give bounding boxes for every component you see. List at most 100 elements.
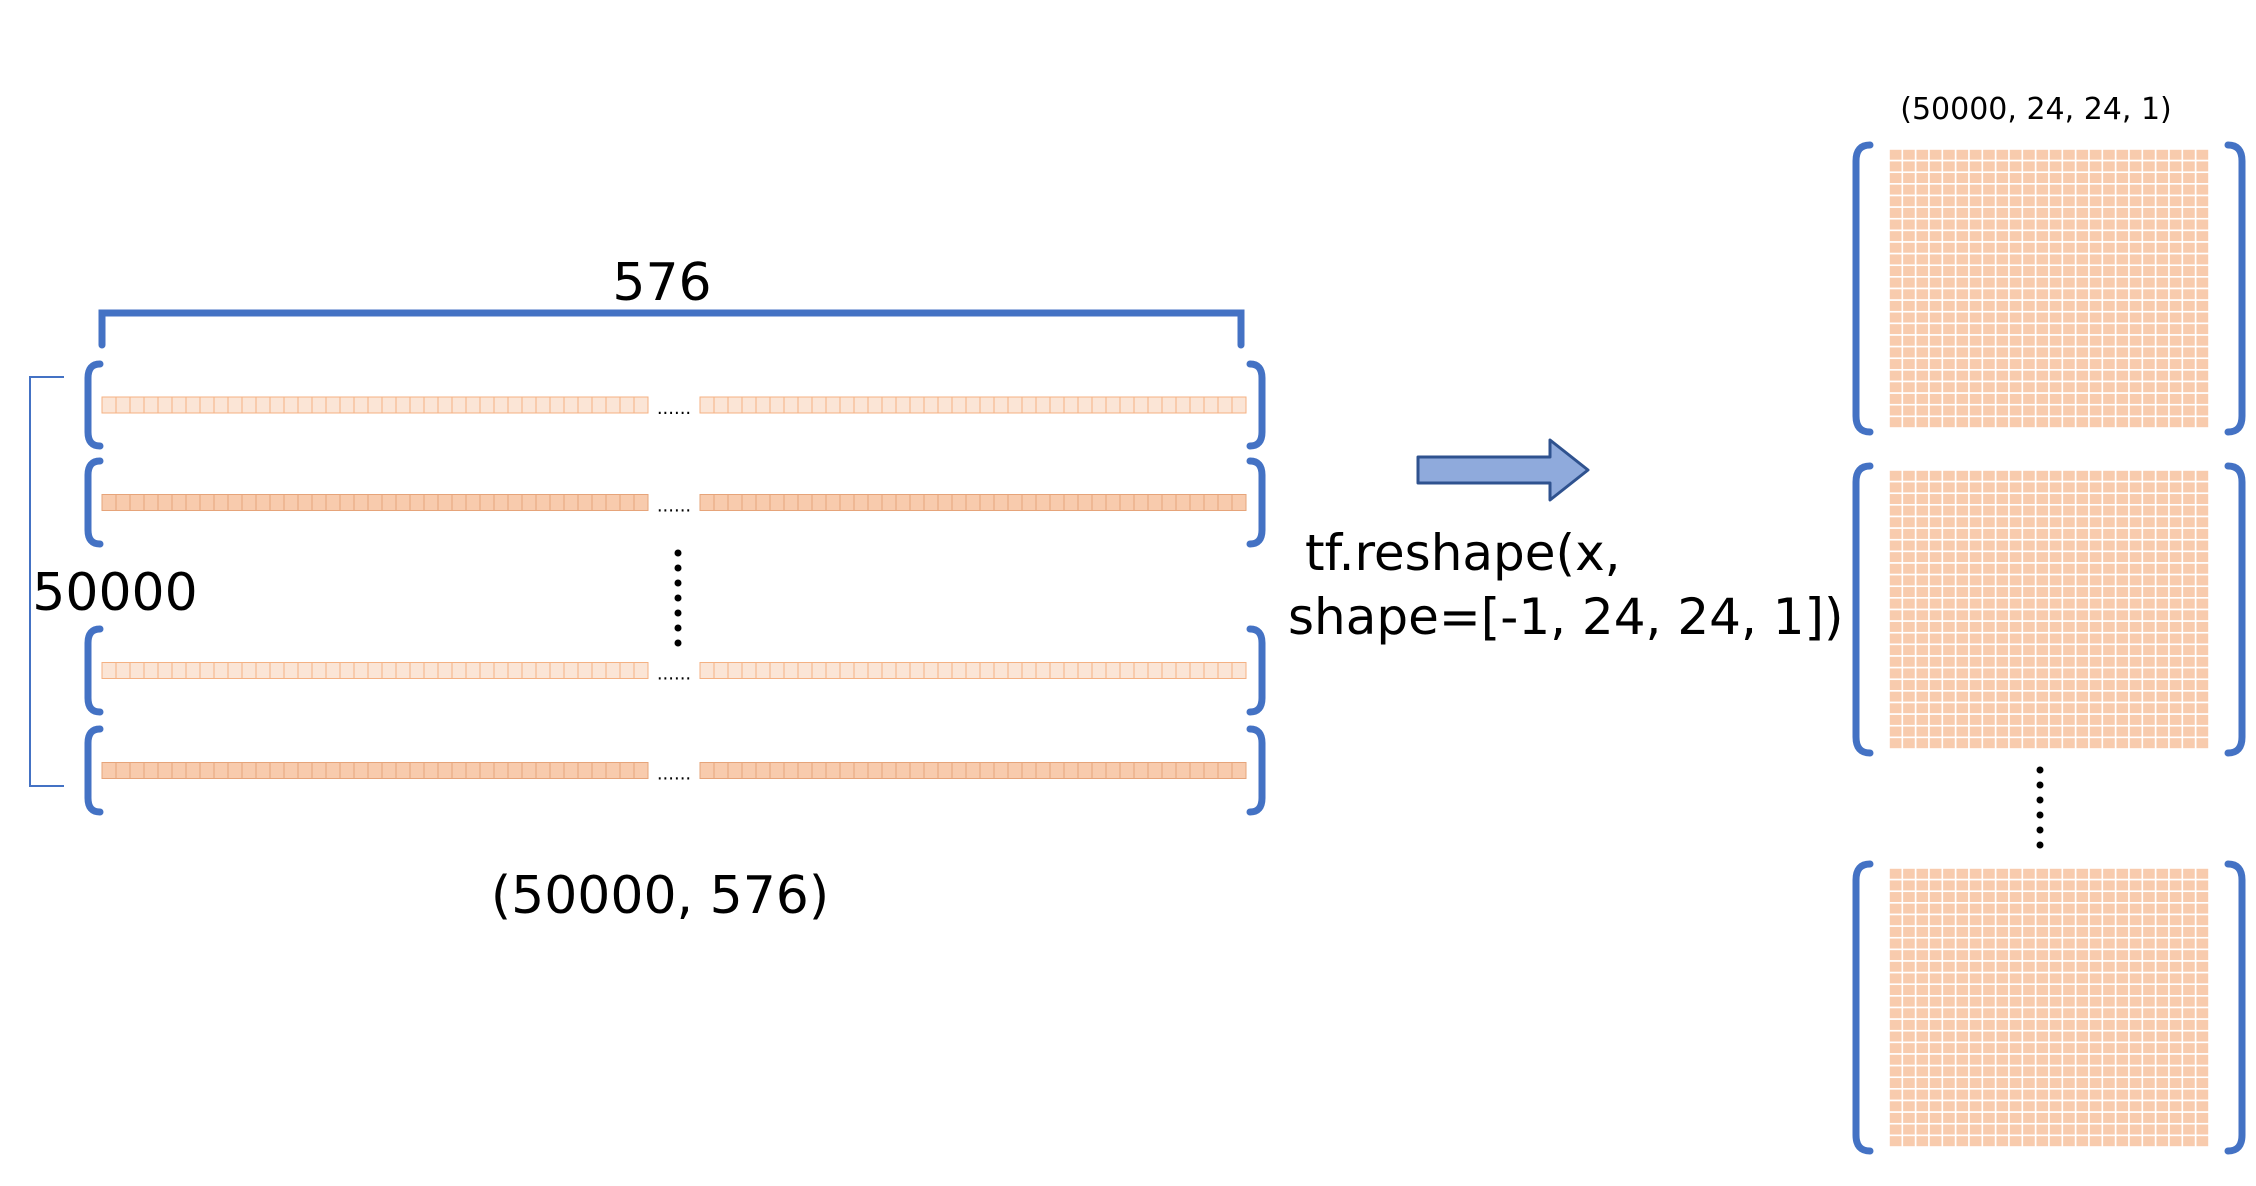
grid-cell	[2048, 264, 2064, 278]
grid-cell	[2194, 936, 2210, 951]
grid-cell	[2088, 724, 2104, 739]
grid-cell	[2101, 1088, 2117, 1102]
grid-cell	[2114, 480, 2130, 495]
grid-cell	[1954, 252, 1970, 267]
grid-cell	[2114, 206, 2130, 220]
grid-cell	[1968, 701, 1984, 715]
grid-cell	[2168, 183, 2184, 197]
vector-cell	[727, 396, 743, 414]
grid-cell	[2048, 643, 2064, 657]
grid-cell	[2034, 504, 2050, 518]
grid-cell	[2021, 345, 2037, 360]
grid-cell	[2021, 469, 2037, 483]
grid-cell	[1888, 867, 1904, 881]
grid-cell	[1901, 643, 1917, 657]
vector-cell	[1147, 494, 1163, 511]
grid-cell	[1941, 322, 1957, 336]
grid-cell	[2128, 380, 2144, 394]
grid-cell	[2101, 299, 2117, 313]
grid-cell	[2194, 515, 2210, 529]
row-gap-dots: ......	[657, 764, 691, 785]
vector-cell	[255, 396, 271, 414]
grid-cell	[2088, 504, 2104, 518]
grid-cell	[1901, 1064, 1917, 1079]
grid-cell	[1914, 194, 1930, 208]
grid-cell	[1981, 585, 1997, 599]
vector-cell	[811, 396, 827, 414]
grid-cell	[2008, 878, 2024, 893]
grid-cell	[1941, 1018, 1957, 1032]
grid-cell	[1914, 1018, 1930, 1032]
grid-cell	[2034, 334, 2050, 348]
grid-cell	[2168, 252, 2184, 267]
grid-cell	[2114, 1018, 2130, 1032]
grid-cell	[2021, 878, 2037, 893]
grid-cell	[1928, 960, 1944, 974]
vector-cell	[479, 662, 495, 679]
grid-cell	[2101, 562, 2117, 576]
grid-cell	[2181, 1122, 2197, 1137]
grid-cell	[1928, 1006, 1944, 1020]
grid-cell	[1928, 1122, 1944, 1137]
grid-cell	[1928, 504, 1944, 518]
grid-cell	[2008, 620, 2024, 634]
grid-cell	[2008, 171, 2024, 185]
grid-cell	[1941, 1053, 1957, 1067]
grid-cell	[1901, 380, 1917, 394]
grid-cell	[1914, 206, 1930, 220]
vector-cell	[423, 396, 439, 414]
grid-cell	[2021, 357, 2037, 371]
grid-cell	[1968, 310, 1984, 325]
grid-cell	[1981, 620, 1997, 634]
vector-cell	[311, 762, 327, 779]
grid-cell	[2141, 415, 2157, 429]
grid-cell	[2114, 724, 2130, 739]
vector-cell	[1035, 396, 1051, 414]
grid-cell	[2154, 550, 2170, 564]
grid-cell	[1968, 562, 1984, 576]
row-close-bracket	[1246, 457, 1266, 548]
grid-cell	[1914, 1076, 1930, 1090]
grid-cell	[2021, 902, 2037, 916]
grid-cell	[1914, 322, 1930, 336]
grid-cell	[1981, 971, 1997, 986]
grid-cell	[2008, 357, 2024, 371]
grid-cell	[1981, 504, 1997, 518]
grid-cell	[2128, 878, 2144, 893]
grid-cell	[2061, 913, 2077, 927]
grid-cell	[2101, 527, 2117, 541]
vector-cell	[507, 494, 523, 511]
vector-cell	[311, 494, 327, 511]
vector-cell	[605, 662, 621, 679]
vector-cell	[521, 494, 537, 511]
grid-cell	[2128, 538, 2144, 553]
grid-cell	[2088, 608, 2104, 622]
grid-cell	[1901, 867, 1917, 881]
grid-cell	[2128, 264, 2144, 278]
grid-cell	[1888, 480, 1904, 495]
grid-cell	[2114, 183, 2130, 197]
grid-cell	[2168, 527, 2184, 541]
grid-cell	[2061, 276, 2077, 290]
grid-cell	[2034, 983, 2050, 997]
grid-cell	[1888, 299, 1904, 313]
grid-cell	[2088, 867, 2104, 881]
grid-cell	[2168, 585, 2184, 599]
grid-cell	[2141, 287, 2157, 301]
grid-cell	[2061, 1134, 2077, 1148]
grid-cell	[2048, 380, 2064, 394]
grid-cell	[1941, 573, 1957, 588]
grid-cell	[2021, 276, 2037, 290]
vector-cell	[1077, 396, 1093, 414]
grid-cell	[1888, 678, 1904, 692]
grid-cell	[2048, 334, 2064, 348]
grid-cell	[2141, 229, 2157, 243]
vector-cell	[993, 762, 1009, 779]
vector-cell	[521, 762, 537, 779]
grid-cell	[2194, 480, 2210, 495]
grid-cell	[2008, 217, 2024, 232]
vector-cell	[1077, 762, 1093, 779]
grid-cell	[1914, 1041, 1930, 1055]
grid-cell	[1928, 690, 1944, 704]
grid-cell	[1914, 415, 1930, 429]
